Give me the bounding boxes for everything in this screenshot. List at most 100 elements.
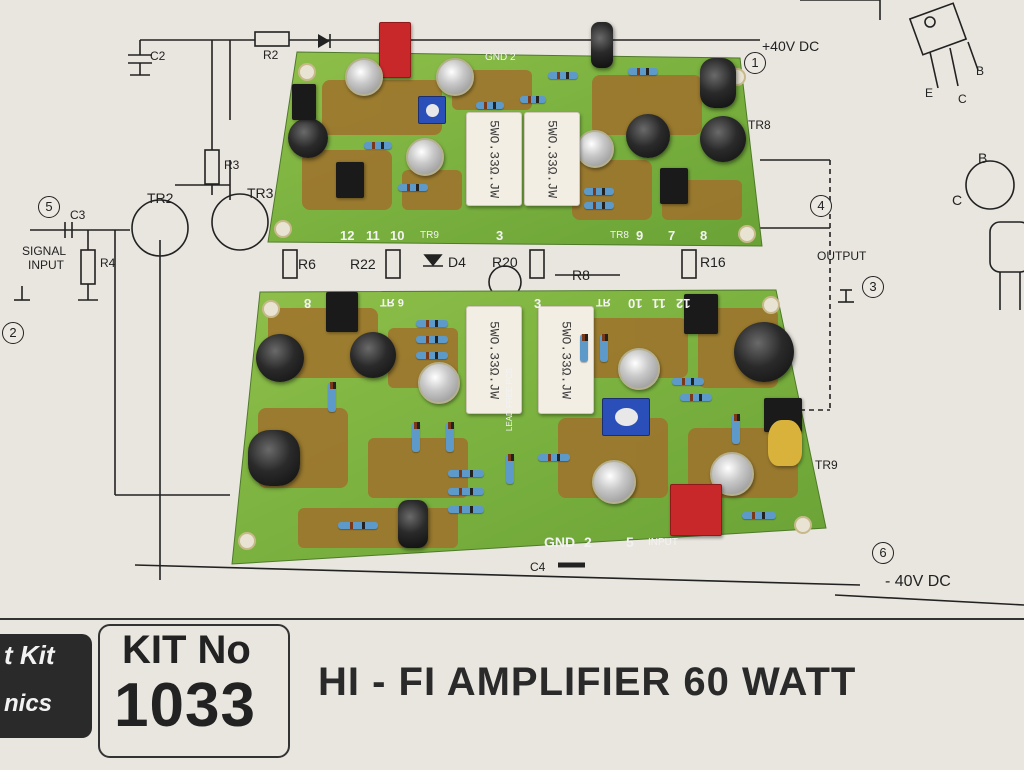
bottom-resistor: [412, 422, 420, 452]
label-signal: SIGNAL: [22, 244, 67, 258]
label-tr8: TR8: [748, 118, 771, 132]
bottom-mount-pad: [262, 300, 280, 318]
pinout-e: E: [925, 86, 934, 100]
bottom-header-6-tr: 6 ЯT: [380, 296, 404, 308]
label-r6: R6: [298, 256, 316, 272]
label-output: OUTPUT: [817, 249, 867, 263]
top-power-transistor: [336, 162, 364, 198]
top-electrolytic-small: [591, 22, 613, 68]
top-trimmer: [418, 96, 446, 124]
bottom-transistor-can: [710, 452, 754, 496]
bottom-mount-pad: [794, 516, 812, 534]
top-electrolytic: [288, 118, 328, 158]
kit-number-box: [98, 624, 290, 758]
pinout-b: B: [976, 64, 985, 78]
pinout-c: C: [958, 92, 967, 106]
top-transistor-can: [406, 138, 444, 176]
bottom-electrolytic: [256, 334, 304, 382]
top-pin-7: 7: [668, 228, 676, 243]
label-tr3: TR3: [247, 185, 274, 201]
pinout-b2: B: [978, 150, 988, 166]
top-resistor: [628, 68, 658, 75]
label-r16: R16: [700, 254, 726, 270]
label-c2: C2: [150, 49, 166, 63]
bottom-power-resistor-1-text: 5WO.33Ω.JW: [486, 320, 502, 400]
bottom-resistor: [448, 506, 484, 513]
top-power-resistor-2-text: 5WO.33Ω.JW: [544, 119, 560, 199]
bottom-transistor-can: [618, 348, 660, 390]
top-transistor-can: [345, 58, 383, 96]
bottom-header-11: 11: [652, 296, 666, 311]
top-resistor: [584, 202, 614, 209]
bottom-electrolytic: [248, 430, 300, 486]
top-tr8-label: TR8: [610, 230, 629, 241]
bottom-input-num: 5: [626, 534, 634, 550]
top-electrolytic: [700, 58, 736, 108]
top-pin-3: 3: [496, 228, 504, 243]
bottom-header-8: 8: [304, 296, 312, 311]
label-r8: R8: [572, 267, 590, 283]
top-resistor: [364, 142, 392, 149]
top-pin-10: 10: [390, 228, 405, 243]
bottom-resistor: [328, 382, 336, 412]
page-title: HI - FI AMPLIFIER 60 WATT: [318, 660, 857, 704]
bottom-header-tr: ЯT: [596, 296, 611, 308]
kit-number-label: KIT No: [122, 628, 251, 672]
bottom-transistor-can: [418, 362, 460, 404]
bottom-resistor: [538, 454, 570, 461]
bottom-power-resistor-2: 5WO.33Ω.JW: [538, 306, 594, 414]
label-r4: R4: [100, 256, 116, 270]
kit-logo-line1: t Kit: [4, 640, 55, 670]
top-resistor: [398, 184, 428, 191]
terminal-6: 6: [872, 542, 894, 564]
bottom-electrolytic: [734, 322, 794, 382]
kit-number-value: 1033: [114, 671, 256, 740]
top-mount-pad: [274, 220, 292, 238]
label-plus40v: +40V DC: [762, 38, 820, 54]
bottom-power-resistor-1: 5WO.33Ω.JW: [466, 306, 522, 414]
bottom-resistor: [680, 394, 712, 401]
top-mount-pad: [298, 63, 316, 81]
bottom-resistor: [338, 522, 378, 529]
top-power-resistor-2: 5WO.33Ω.JW: [524, 112, 580, 206]
bottom-resistor: [416, 352, 448, 359]
bottom-resistor: [600, 334, 608, 362]
terminal-5: 5: [38, 196, 60, 218]
label-r20: R20: [492, 254, 518, 270]
kit-logo-line2: nics: [4, 690, 53, 717]
label-tr2: TR2: [147, 190, 174, 206]
terminal-1: 1: [744, 52, 766, 74]
bottom-resistor: [732, 414, 740, 444]
top-transistor-can: [436, 58, 474, 96]
bottom-resistor: [448, 470, 484, 477]
kit-logo: t Kit nics: [0, 634, 92, 738]
label-tr9: TR9: [815, 458, 838, 472]
bottom-gnd-num: 2: [584, 534, 592, 550]
top-pin-9: 9: [636, 228, 644, 243]
bottom-resistor: [446, 422, 454, 452]
bottom-resistor: [416, 336, 448, 343]
top-red-capacitor: [379, 22, 411, 78]
top-resistor: [584, 188, 614, 195]
top-mount-pad: [738, 225, 756, 243]
bottom-resistor: [742, 512, 776, 519]
top-pin-11: 11: [366, 228, 380, 243]
bottom-electrolytic: [398, 500, 428, 548]
label-input: INPUT: [28, 258, 64, 272]
top-power-transistor: [660, 168, 688, 204]
label-r22: R22: [350, 256, 376, 272]
terminal-2: 2: [2, 322, 24, 344]
top-pin-8: 8: [700, 228, 708, 243]
bottom-header-3: 3: [534, 296, 542, 311]
bottom-gnd-label: GND: [544, 534, 576, 550]
terminal-4: 4: [810, 195, 832, 217]
schematic-lines: [14, 0, 1024, 606]
bottom-power-transistor: [684, 294, 718, 334]
label-r3: R3: [224, 158, 240, 172]
bottom-resistor: [416, 320, 448, 327]
top-electrolytic: [700, 116, 746, 162]
bottom-transistor-can: [592, 460, 636, 504]
top-transistor-can: [576, 130, 614, 168]
bottom-yellow-capacitor: [768, 420, 802, 466]
top-resistor: [520, 96, 546, 103]
